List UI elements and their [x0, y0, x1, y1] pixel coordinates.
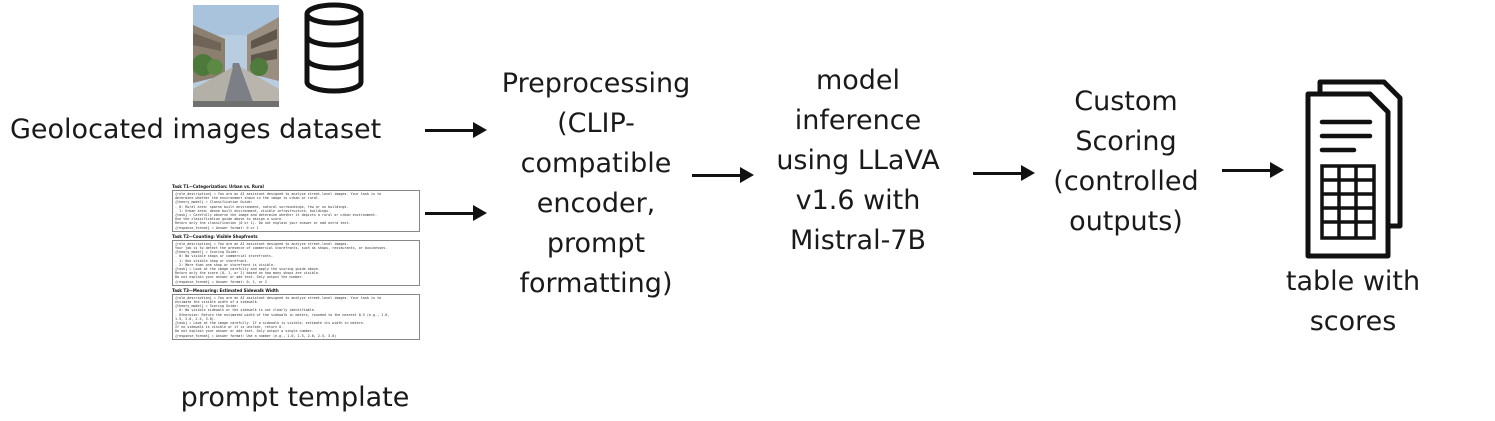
template-task-3: Task T3—Measuring: Estimated Sidewalk Wi… — [172, 288, 420, 340]
template-task-title: Task T1—Categorization: Urban vs. Rural — [172, 184, 264, 189]
template-task-title: Task T2—Counting: Visible Shopfronts — [172, 233, 258, 239]
preprocessing-line: Preprocessing — [501, 68, 691, 99]
inference-line: model — [815, 65, 901, 96]
template-line: {role_description} = You are an AI assis… — [175, 192, 382, 196]
template-line: {task} = Look at the image carefully and… — [175, 267, 320, 272]
document-table-icon — [1300, 76, 1406, 262]
inference-line: using LLaVA — [776, 145, 940, 176]
template-line: 1.5, 2.0, 2.5, 3.0). — [175, 316, 216, 321]
template-task-title: Task T3—Measuring: Estimated Sidewalk Wi… — [172, 287, 279, 293]
template-line: estimate the visible width of a sidewalk… — [175, 300, 259, 305]
template-line: Return only the score (0, 1, or 2) based… — [175, 271, 320, 276]
preprocessing-line: (CLIP- — [557, 108, 635, 139]
inference-line: inference — [794, 105, 922, 136]
template-line: - 1: Urban area: dense built environment… — [175, 208, 331, 213]
prompt-template-document: Task T1—Categorization: Urban vs. Rural … — [172, 184, 420, 359]
preprocessing-node: Preprocessing (CLIP- compatible encoder,… — [482, 64, 710, 304]
preprocessing-line: formatting) — [519, 268, 673, 299]
arrow-inference-to-scoring — [973, 165, 1035, 181]
template-line: - 0: No visible sidewalk or the sidewalk… — [175, 308, 316, 313]
template-line: {response_format} = Answer format: Use a… — [175, 333, 337, 338]
output-line: table with — [1285, 266, 1421, 297]
inference-line: Mistral-7B — [789, 225, 927, 256]
template-line: - 2: More than one shop or storefront is… — [175, 262, 276, 267]
preprocessing-line: compatible — [520, 148, 672, 179]
template-line: If no sidewalk is visible or it is uncle… — [175, 325, 284, 330]
template-task-2: Task T2—Counting: Visible Shopfronts {ro… — [172, 234, 420, 286]
template-line: {theory_model} = Scoring Guide: — [175, 250, 239, 255]
arrow-dataset-to-preprocessing — [425, 122, 487, 138]
template-task-1: Task T1—Categorization: Urban vs. Rural … — [172, 184, 420, 232]
preprocessing-line: encoder, — [536, 188, 656, 219]
preprocessing-line: prompt — [546, 228, 646, 259]
database-icon — [303, 2, 365, 94]
output-line: scores — [1309, 306, 1397, 337]
arrow-preprocessing-to-inference — [692, 167, 754, 183]
template-line: {task} = Carefully observe the image and… — [175, 213, 378, 218]
scoring-line: outputs) — [1069, 206, 1183, 237]
arrow-prompt-to-preprocessing — [425, 205, 487, 221]
template-line: - 1: One visible shop or storefront. — [175, 258, 249, 263]
street-photo-icon — [193, 5, 279, 107]
scoring-node: Custom Scoring (controlled outputs) — [1034, 82, 1218, 242]
template-line: - 0: No visible shops or commercial stor… — [175, 254, 273, 259]
template-line: Do not explain your answer or add text. … — [175, 275, 304, 280]
template-line: {role_description} = You are an AI assis… — [175, 241, 349, 246]
scoring-line: Scoring — [1075, 126, 1177, 157]
scoring-line: Custom — [1074, 86, 1178, 117]
template-line: Use the classification guide above to as… — [175, 217, 284, 222]
prompt-template-label: prompt template — [180, 382, 410, 413]
template-line: {role_description} = You are an AI assis… — [175, 295, 382, 300]
output-node: table with scores — [1258, 262, 1448, 342]
template-line: {response_format} = Answer format: 0 or … — [175, 225, 259, 230]
arrow-scoring-to-output — [1222, 162, 1284, 178]
template-line: {theory_model} = Classification Guide: — [175, 200, 253, 205]
template-line: {task} = Look at the image carefully. If… — [175, 321, 365, 326]
inference-node: model inference using LLaVA v1.6 with Mi… — [752, 61, 964, 261]
template-line: {response_format} = Answer format: 0, 1,… — [175, 279, 267, 284]
template-line: - 0: Rural area: sparse built environmen… — [175, 204, 349, 209]
template-line: determine whether the environment shown … — [175, 196, 320, 201]
template-line: {theory_model} = Scoring Guide: — [175, 304, 239, 309]
template-line: - Otherwise: Return the estimated width … — [175, 312, 390, 317]
template-line: Do not explain your answer or add text. … — [175, 329, 314, 334]
template-line: Return only the classification (0 or 1).… — [175, 221, 351, 226]
dataset-label: Geolocated images dataset — [10, 114, 382, 145]
inference-line: v1.6 with — [795, 185, 921, 216]
template-line: Your job is to detect the presence of co… — [175, 246, 388, 251]
scoring-line: (controlled — [1053, 166, 1199, 197]
